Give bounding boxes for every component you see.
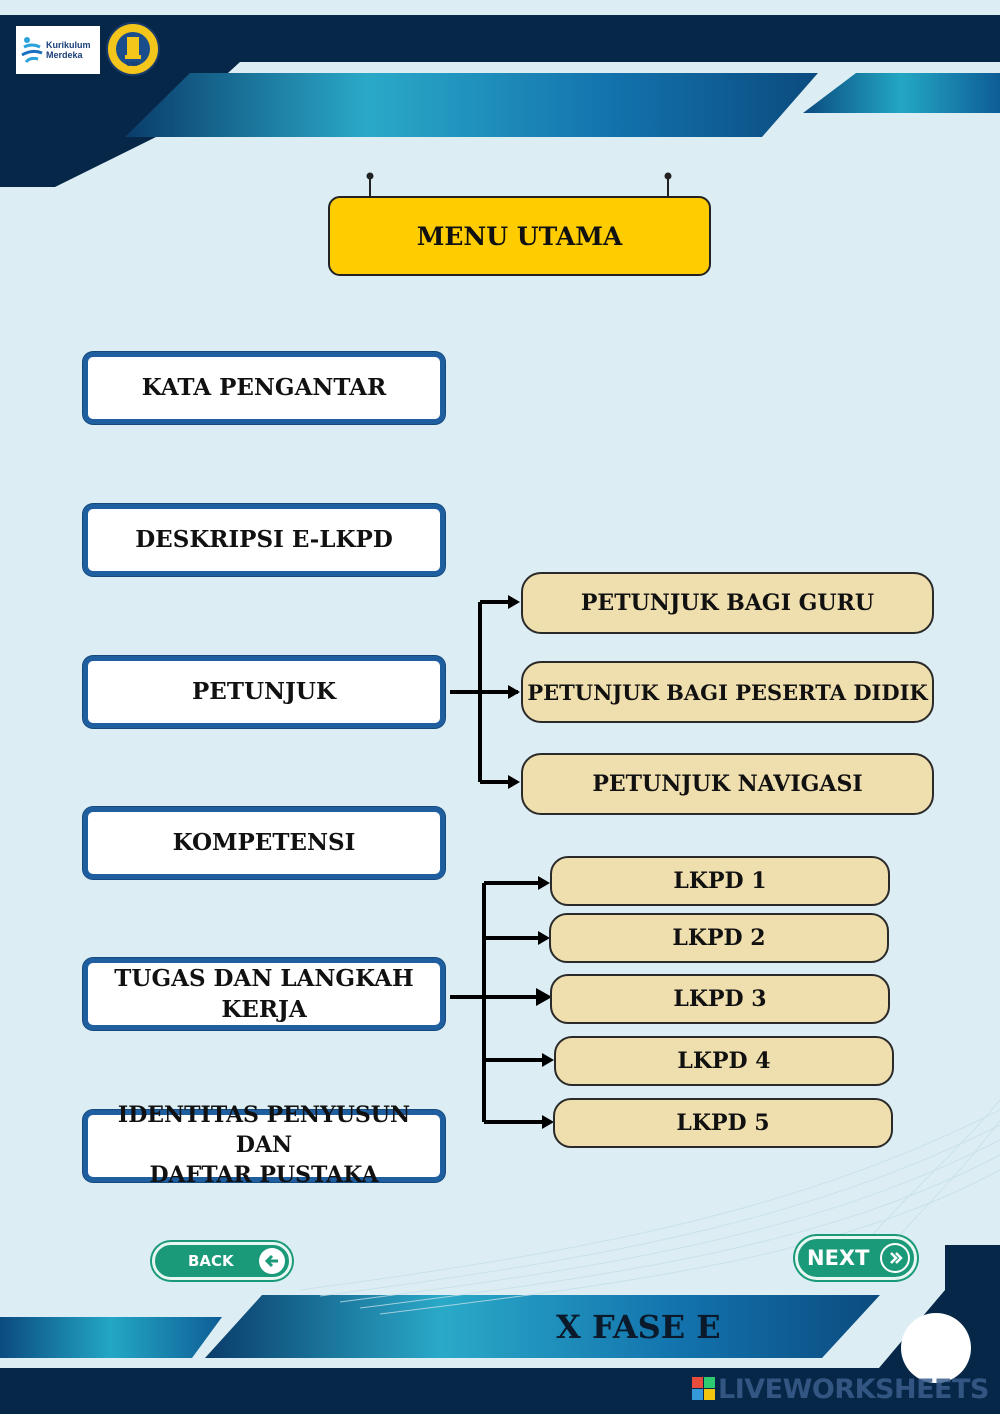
identitas-label-line1: IDENTITAS PENYUSUN DAN: [117, 1102, 411, 1159]
petunjuk-peserta-didik-button[interactable]: PETUNJUK BAGI PESERTA DIDIK: [521, 661, 934, 723]
merdeka-logo-icon: [21, 37, 43, 64]
arrow-left-icon: [259, 1248, 285, 1274]
identitas-label-line2: DAFTAR PUSTAKA: [149, 1161, 379, 1188]
header-band-small: [803, 73, 1000, 113]
petunjuk-connectors: [450, 600, 518, 784]
back-label: BACK: [188, 1252, 234, 1270]
chevron-right-icon: [880, 1243, 910, 1273]
next-label: NEXT: [807, 1246, 870, 1270]
petunjuk-peserta-didik-label: PETUNJUK BAGI PESERTA DIDIK: [527, 679, 928, 705]
footer-band-main: [205, 1295, 880, 1358]
petunjuk-guru-label: PETUNJUK BAGI GURU: [580, 590, 875, 616]
seal-text: UNP: [126, 62, 140, 68]
petunjuk-navigasi-button[interactable]: PETUNJUK NAVIGASI: [521, 753, 934, 815]
kurikulum-merdeka-logo: Kurikulum Merdeka: [16, 26, 100, 74]
watermark-text: LIVEWORKSHEETS: [718, 1373, 989, 1405]
next-button[interactable]: NEXT: [795, 1236, 917, 1280]
logo-text-line2: Merdeka: [46, 50, 83, 60]
kata-pengantar-button[interactable]: KATA PENGANTAR: [83, 352, 445, 424]
lkpd-4-label: LKPD 4: [677, 1048, 771, 1074]
kompetensi-button[interactable]: KOMPETENSI: [83, 807, 445, 879]
liveworksheets-watermark: LIVEWORKSHEETS: [692, 1373, 989, 1405]
petunjuk-navigasi-label: PETUNJUK NAVIGASI: [592, 771, 863, 797]
liveworksheets-logo-icon: [692, 1377, 715, 1400]
header-navy-shape: [0, 15, 1000, 187]
lkpd-5-label: LKPD 5: [676, 1110, 770, 1136]
page-title: MENU UTAMA: [416, 221, 623, 251]
lkpd-connectors: [450, 881, 544, 1124]
petunjuk-label: PETUNJUK: [192, 678, 336, 706]
class-label: X FASE E: [556, 1308, 721, 1346]
identitas-penyusun-button[interactable]: IDENTITAS PENYUSUN DAN DAFTAR PUSTAKA: [83, 1102, 445, 1188]
lkpd-3-button[interactable]: LKPD 3: [550, 974, 890, 1024]
university-seal: UNP: [106, 22, 160, 76]
lkpd-1-button[interactable]: LKPD 1: [550, 856, 890, 906]
lkpd-1-label: LKPD 1: [673, 868, 767, 894]
footer-navy-bar: [0, 1368, 1000, 1414]
logo-text-line1: Kurikulum: [46, 40, 91, 50]
lkpd-5-button[interactable]: LKPD 5: [553, 1098, 893, 1148]
lkpd-2-label: LKPD 2: [672, 925, 766, 951]
tugas-label-line1: TUGAS DAN LANGKAH: [114, 964, 414, 992]
petunjuk-guru-button[interactable]: PETUNJUK BAGI GURU: [521, 572, 934, 634]
seal-icon: [116, 32, 150, 66]
menu-utama-sign: MENU UTAMA: [328, 196, 711, 276]
deskripsi-label: DESKRIPSI E-LKPD: [135, 526, 393, 554]
floating-circle[interactable]: [901, 1313, 971, 1383]
header-band-main: [125, 73, 818, 137]
back-button[interactable]: BACK: [152, 1242, 292, 1280]
kata-pengantar-label: KATA PENGANTAR: [141, 374, 387, 402]
footer-band-small: [0, 1317, 222, 1358]
tugas-langkah-kerja-button[interactable]: TUGAS DAN LANGKAH KERJA: [83, 958, 445, 1030]
kompetensi-label: KOMPETENSI: [172, 829, 356, 857]
tugas-label-line2: KERJA: [221, 996, 307, 1023]
deskripsi-elkpd-button[interactable]: DESKRIPSI E-LKPD: [83, 504, 445, 576]
lkpd-4-button[interactable]: LKPD 4: [554, 1036, 894, 1086]
petunjuk-button[interactable]: PETUNJUK: [83, 656, 445, 728]
lkpd-3-label: LKPD 3: [673, 986, 767, 1012]
lkpd-2-button[interactable]: LKPD 2: [549, 913, 889, 963]
